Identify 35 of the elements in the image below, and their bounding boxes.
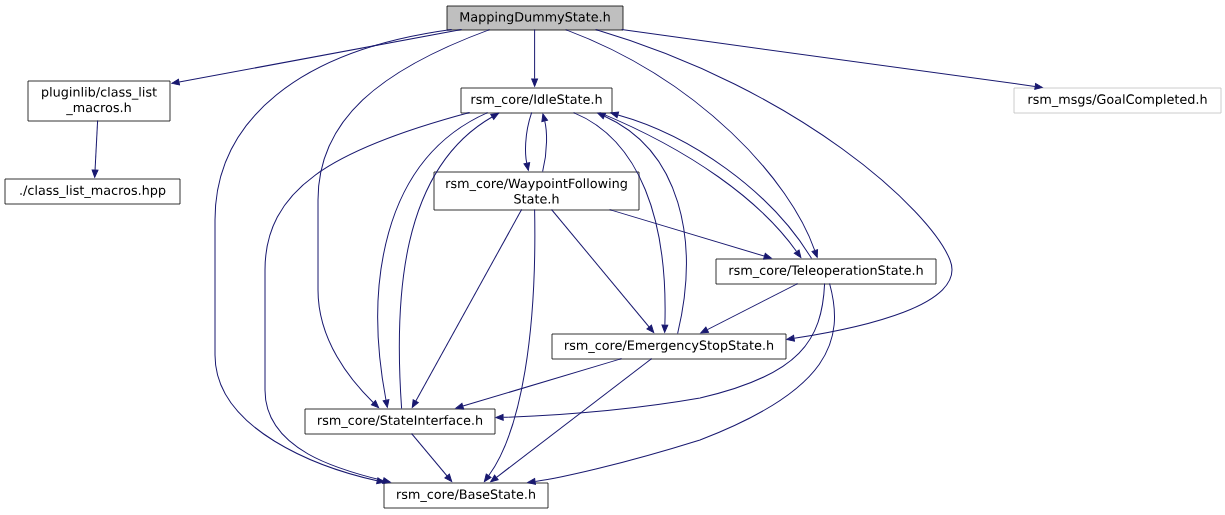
file-box: rsm_core/StateInterface.h bbox=[304, 408, 496, 435]
arrow bbox=[609, 209, 772, 260]
file-box: pluginlib/class_list _macros.h bbox=[27, 80, 171, 122]
file-box: MappingDummyState.h bbox=[446, 5, 624, 31]
arrow bbox=[700, 283, 799, 334]
arrow bbox=[595, 29, 953, 342]
arrow bbox=[264, 112, 471, 484]
arrow bbox=[377, 112, 489, 408]
arrow bbox=[565, 29, 819, 258]
file-box: ./class_list_macros.hpp bbox=[4, 178, 181, 205]
file-box: rsm_msgs/GoalCompleted.h bbox=[1013, 87, 1222, 114]
arrow bbox=[523, 112, 533, 171]
arrow bbox=[573, 112, 669, 333]
arrow bbox=[597, 112, 687, 335]
file-box: rsm_core/TeleoperationState.h bbox=[715, 258, 937, 285]
arrow bbox=[411, 209, 523, 408]
file-box: rsm_core/BaseState.h bbox=[383, 482, 549, 509]
arrow bbox=[621, 29, 1043, 90]
arrow bbox=[91, 120, 99, 178]
file-box: rsm_core/WaypointFollowing State.h bbox=[433, 171, 640, 211]
arrow bbox=[214, 29, 453, 485]
arrow bbox=[171, 29, 463, 86]
arrow bbox=[531, 29, 538, 87]
arrow bbox=[551, 209, 655, 334]
arrow bbox=[455, 358, 623, 410]
arrow bbox=[495, 283, 826, 421]
file-box: rsm_core/EmergencyStopState.h bbox=[551, 333, 787, 360]
arrow bbox=[483, 209, 536, 482]
file-box: rsm_core/IdleState.h bbox=[460, 87, 613, 114]
arrow bbox=[411, 433, 453, 483]
arrow bbox=[398, 112, 499, 410]
arrow bbox=[317, 29, 491, 409]
arrow bbox=[490, 358, 653, 483]
arrow bbox=[541, 113, 548, 173]
arrow bbox=[527, 283, 835, 485]
